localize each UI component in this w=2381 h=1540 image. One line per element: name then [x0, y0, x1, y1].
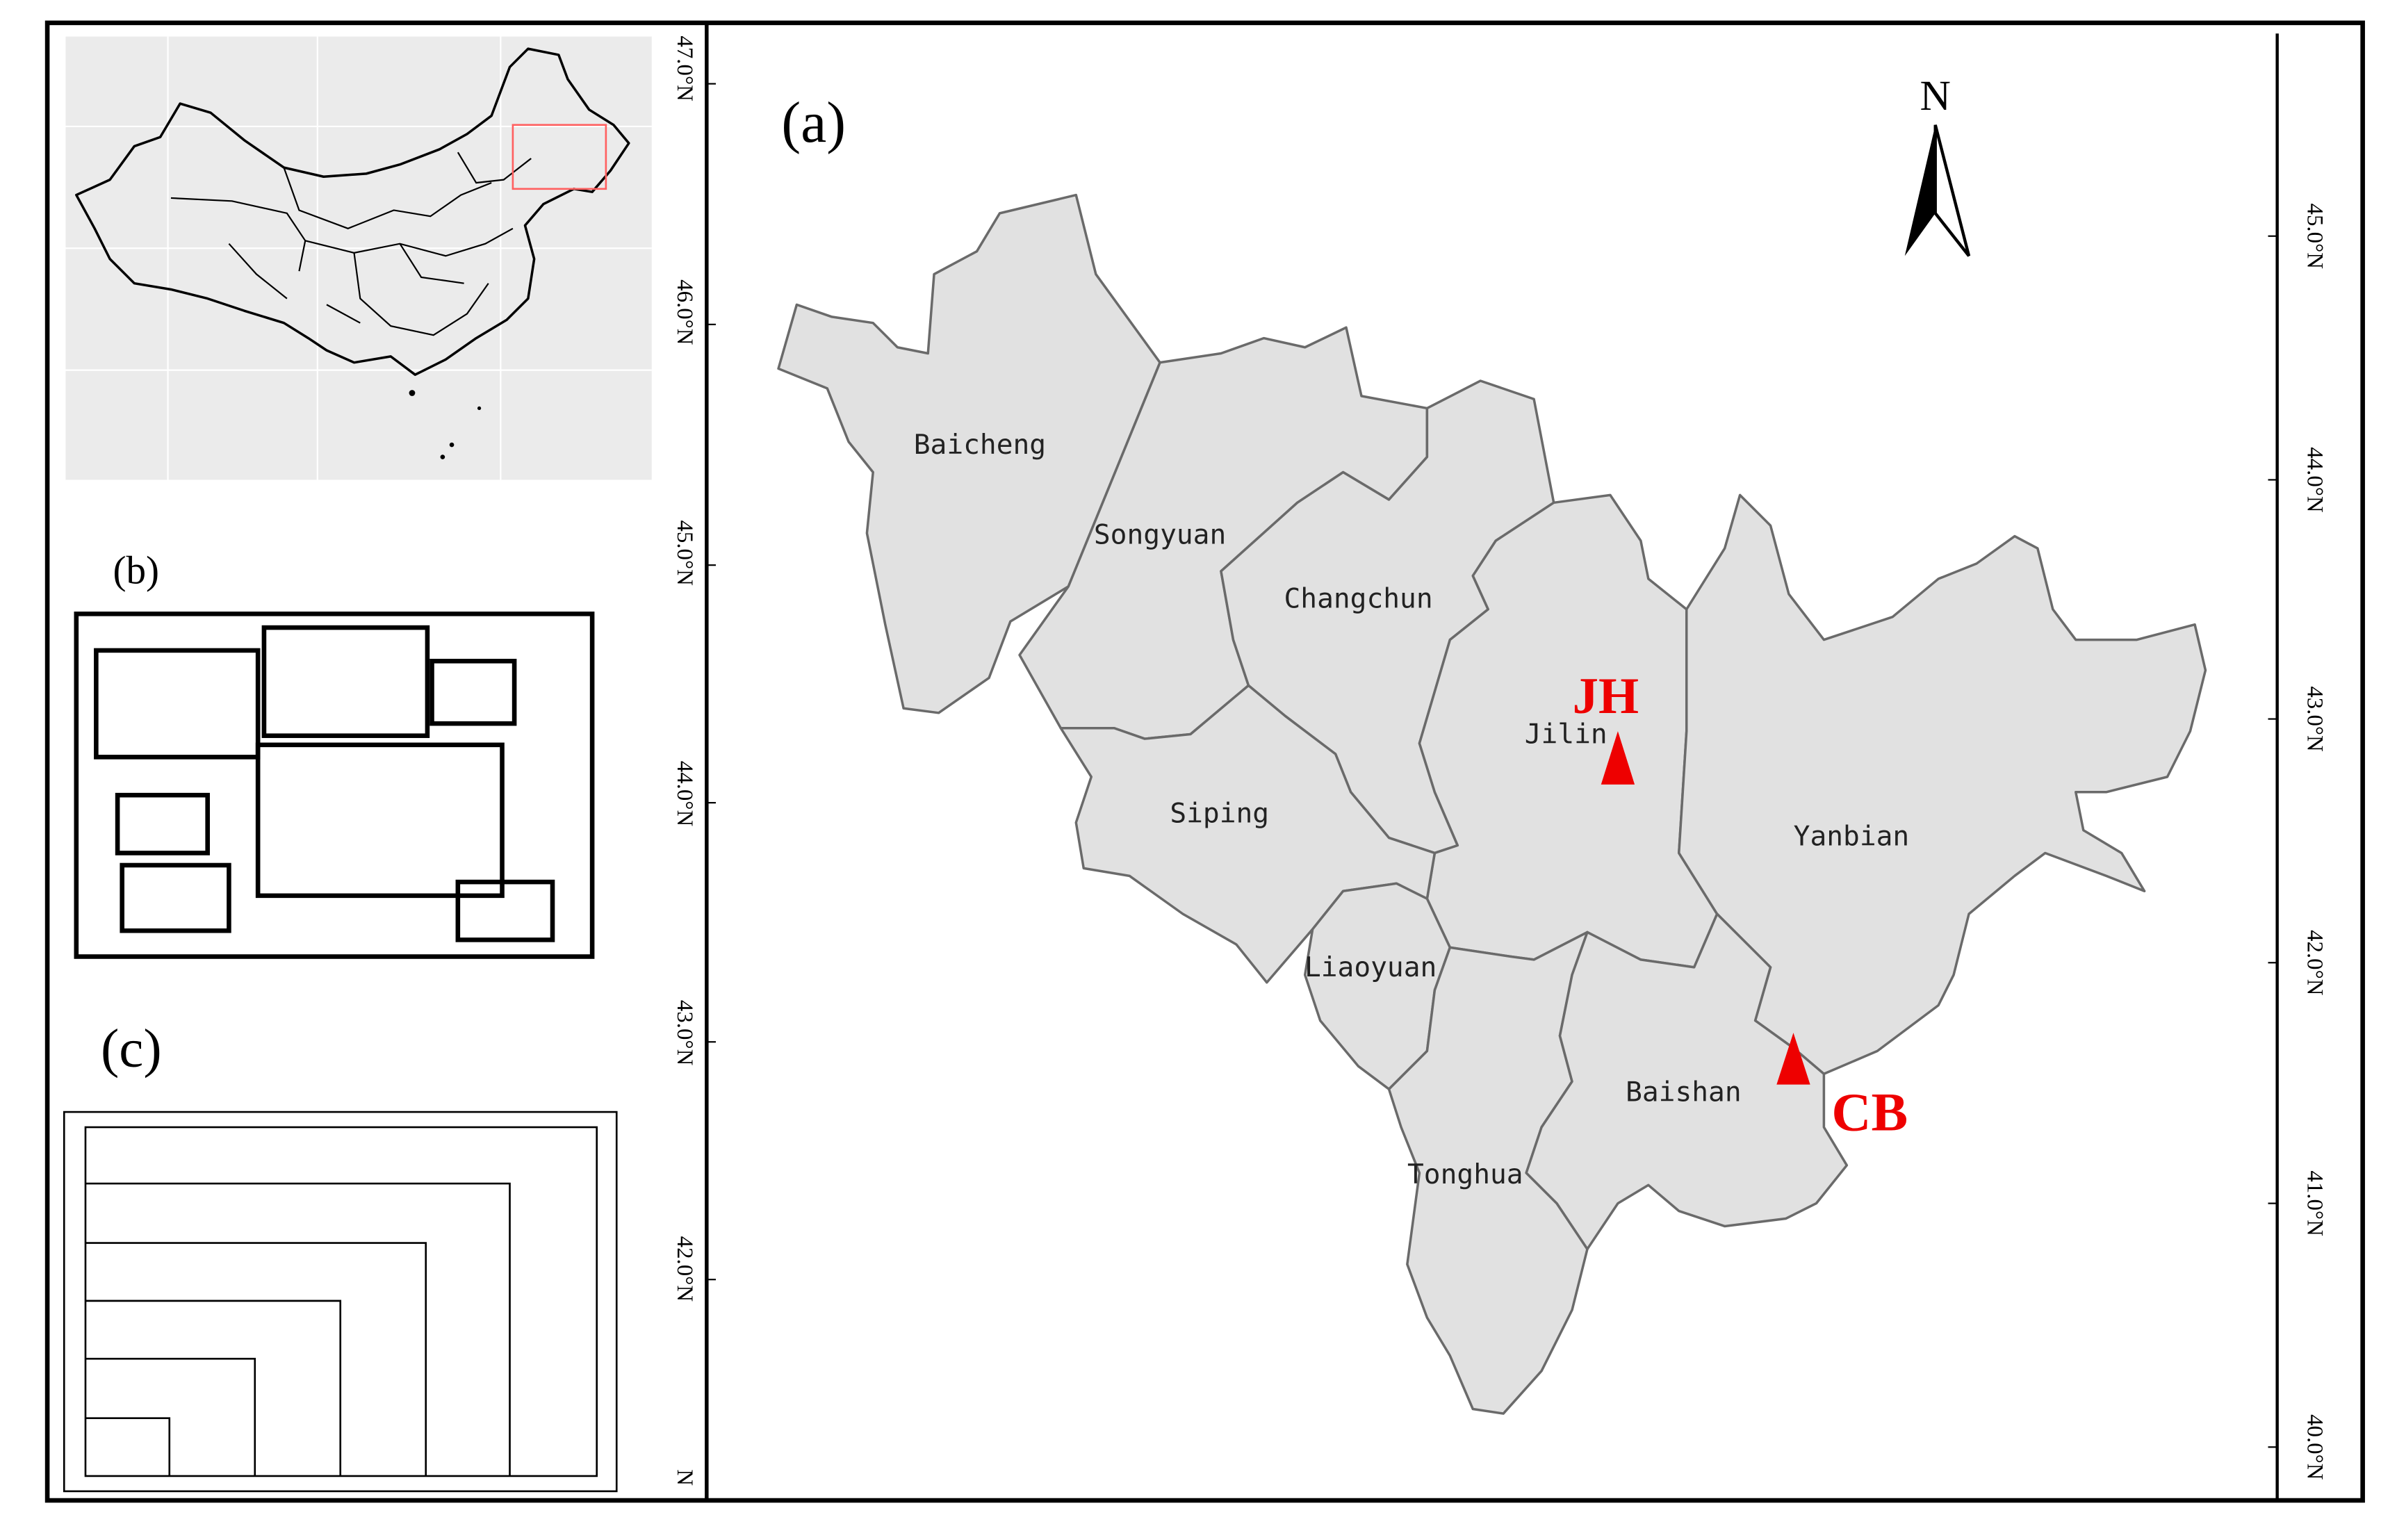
- region-label-baicheng: Baicheng: [914, 429, 1046, 461]
- panel-label-b: (b): [113, 549, 160, 593]
- figure-frame: [44, 20, 2365, 1503]
- region-label-yanbian: Yanbian: [1794, 821, 1910, 853]
- china-inset-map: [65, 36, 652, 480]
- china-outline: [75, 47, 630, 376]
- right-tick-label: 40.0°N: [2302, 1414, 2327, 1480]
- red-triangle-icon: [1776, 1033, 1810, 1085]
- right-tick-label: 43.0°N: [2302, 686, 2327, 752]
- red-triangle-icon: [1601, 731, 1635, 785]
- jilin-province-map: [777, 193, 2207, 1415]
- right-tick-label: 42.0°N: [2302, 930, 2327, 996]
- panel-label-c: (c): [101, 1018, 162, 1079]
- site-cb: CB: [1776, 1033, 1908, 1142]
- right-tick-label: 44.0°N: [2302, 447, 2327, 513]
- left-tick-label: 46.0°N: [672, 279, 697, 345]
- right-tick-label: 41.0°N: [2302, 1170, 2327, 1236]
- region-label-songyuan: Songyuan: [1094, 519, 1226, 551]
- site-jh: JH: [1573, 668, 1639, 785]
- site-label-cb: CB: [1831, 1082, 1908, 1142]
- left-tick-label: 47.0°N: [672, 35, 697, 101]
- left-tick-label: 42.0°N: [672, 1236, 697, 1302]
- left-tick-label: N: [672, 1469, 697, 1486]
- right-tick-label: 45.0°N: [2302, 204, 2327, 270]
- region-label-jilin: Jilin: [1525, 719, 1607, 751]
- panel-label-a: (a): [781, 91, 846, 155]
- region-label-siping: Siping: [1170, 798, 1269, 830]
- region-label-tonghua: Tonghua: [1407, 1158, 1523, 1190]
- study-area-highlight-box: [512, 124, 607, 190]
- right-axis-ticks: 45.0°N 44.0°N 43.0°N 42.0°N 41.0°N 40.0°…: [2268, 204, 2327, 1480]
- region-label-liaoyuan: Liaoyuan: [1304, 951, 1437, 983]
- site-label-jh: JH: [1573, 668, 1639, 725]
- region-label-baishan: Baishan: [1626, 1076, 1742, 1108]
- north-arrow-label: N: [1920, 72, 1951, 120]
- left-axis-ticks: 47.0°N 46.0°N 45.0°N 44.0°N 43.0°N 42.0°…: [672, 35, 716, 1486]
- left-tick-label: 44.0°N: [672, 761, 697, 827]
- panel-c-diagram: [63, 1111, 618, 1493]
- left-tick-label: 45.0°N: [672, 520, 697, 586]
- left-tick-label: 43.0°N: [672, 1000, 697, 1066]
- region-baishan: [1525, 912, 1849, 1251]
- panel-b-diagram: [74, 612, 595, 959]
- north-arrow-icon: N: [1904, 72, 1971, 257]
- region-label-changchun: Changchun: [1284, 583, 1432, 615]
